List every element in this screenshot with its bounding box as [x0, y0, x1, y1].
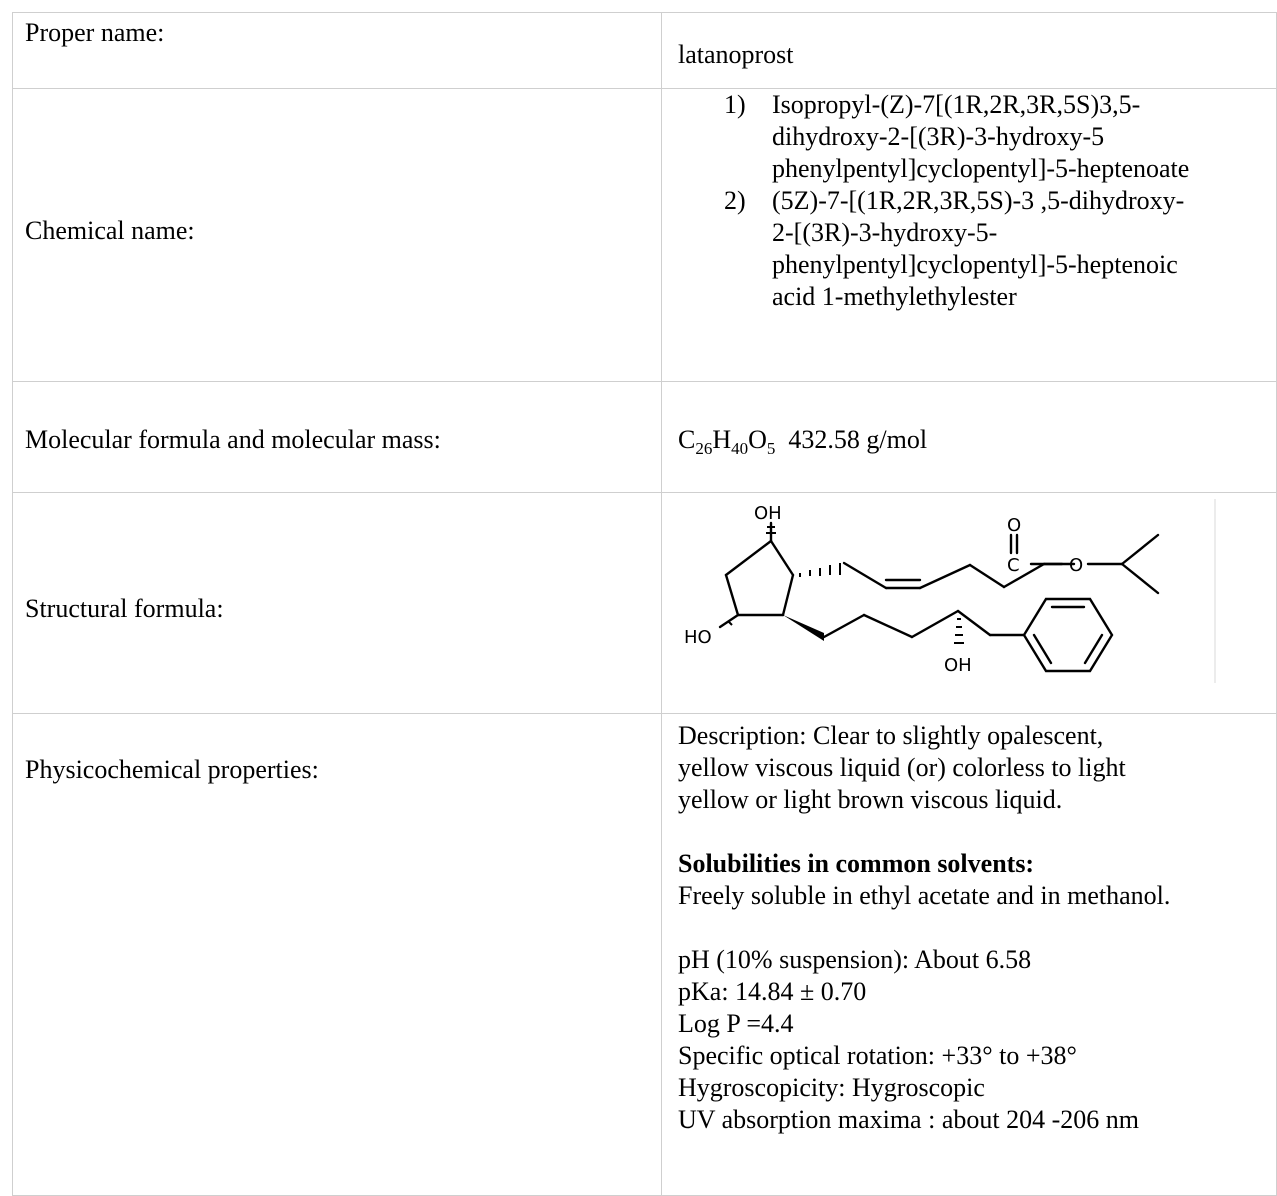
- property-line: Hygroscopicity: Hygroscopic: [678, 1073, 985, 1102]
- row-chemical-name: Chemical name: 1) Isopropyl-(Z)-7[(1R,2R…: [12, 88, 1277, 382]
- oh-top-label: OH: [754, 503, 782, 524]
- chem-line: phenylpentyl]cyclopentyl]-5-heptenoic: [772, 250, 1178, 279]
- property-line: Log P =4.4: [678, 1009, 794, 1038]
- value-cell: latanoprost: [661, 12, 1277, 89]
- value-cell: C26H40O5 432.58 g/mol: [661, 381, 1277, 493]
- item-number: 2): [724, 186, 746, 215]
- label-cell: Proper name:: [12, 12, 662, 89]
- row-molecular-formula: Molecular formula and molecular mass: C2…: [12, 381, 1277, 493]
- description-line: yellow viscous liquid (or) colorless to …: [678, 753, 1126, 782]
- item-number: 1): [724, 90, 746, 119]
- ester-o-label: O: [1069, 555, 1083, 576]
- chemical-name-list: 1) Isopropyl-(Z)-7[(1R,2R,3R,5S)3,5- dih…: [678, 89, 1276, 313]
- value-cell: 1) Isopropyl-(Z)-7[(1R,2R,3R,5S)3,5- dih…: [661, 88, 1277, 382]
- molecular-mass: 432.58 g/mol: [788, 425, 928, 454]
- molecular-formula-label: Molecular formula and molecular mass:: [25, 425, 441, 454]
- property-line: pH (10% suspension): About 6.58: [678, 945, 1032, 974]
- chem-line: 2-[(3R)-3-hydroxy-5-: [772, 218, 998, 247]
- proper-name-label: Proper name:: [25, 18, 165, 47]
- label-cell: Structural formula:: [12, 492, 662, 714]
- molecular-formula-value: C26H40O5 432.58 g/mol: [678, 425, 928, 458]
- value-cell: OH HO OH O C O: [661, 492, 1277, 714]
- drug-substance-table: Proper name: latanoprost Chemical name: …: [12, 12, 1277, 1196]
- property-line: pKa: 14.84 ± 0.70: [678, 977, 867, 1006]
- chem-line: (5Z)-7-[(1R,2R,3R,5S)-3 ,5-dihydroxy-: [772, 186, 1185, 215]
- chem-line: acid 1-methylethylester: [772, 282, 1017, 311]
- solubility-heading: Solubilities in common solvents:: [678, 849, 1035, 878]
- description-line: yellow or light brown viscous liquid.: [678, 785, 1063, 814]
- description-line: Description: Clear to slightly opalescen…: [678, 721, 1104, 750]
- row-structural-formula: Structural formula:: [12, 492, 1277, 714]
- oh-bottom-label: OH: [944, 655, 972, 676]
- property-line: UV absorption maxima : about 204 -206 nm: [678, 1105, 1139, 1134]
- chem-line: dihydroxy-2-[(3R)-3-hydroxy-5: [772, 122, 1105, 151]
- chem-line: Isopropyl-(Z)-7[(1R,2R,3R,5S)3,5-: [772, 90, 1141, 119]
- label-cell: Physicochemical properties:: [12, 713, 662, 1196]
- row-proper-name: Proper name: latanoprost: [12, 12, 1277, 89]
- proper-name-value: latanoprost: [678, 40, 794, 69]
- physicochemical-label: Physicochemical properties:: [25, 755, 319, 784]
- chem-line: phenylpentyl]cyclopentyl]-5-heptenoate: [772, 154, 1190, 183]
- label-cell: Molecular formula and molecular mass:: [12, 381, 662, 493]
- row-physicochemical: Physicochemical properties: Description:…: [12, 713, 1277, 1196]
- structural-formula-image: OH HO OH O C O: [684, 499, 1216, 683]
- solubility-text: Freely soluble in ethyl acetate and in m…: [678, 881, 1171, 910]
- carbonyl-o-label: O: [1007, 515, 1021, 536]
- physicochemical-content: Description: Clear to slightly opalescen…: [678, 714, 1276, 1136]
- label-cell: Chemical name:: [12, 88, 662, 382]
- value-cell: Description: Clear to slightly opalescen…: [661, 713, 1277, 1196]
- ho-left-label: HO: [684, 627, 712, 648]
- structural-formula-label: Structural formula:: [25, 594, 224, 623]
- carbon-label: C: [1007, 555, 1020, 576]
- chemical-name-item: 1) Isopropyl-(Z)-7[(1R,2R,3R,5S)3,5- dih…: [678, 89, 1276, 185]
- property-line: Specific optical rotation: +33° to +38°: [678, 1041, 1077, 1070]
- chemical-name-label: Chemical name:: [25, 216, 195, 245]
- chemical-name-item: 2) (5Z)-7-[(1R,2R,3R,5S)-3 ,5-dihydroxy-…: [678, 185, 1276, 313]
